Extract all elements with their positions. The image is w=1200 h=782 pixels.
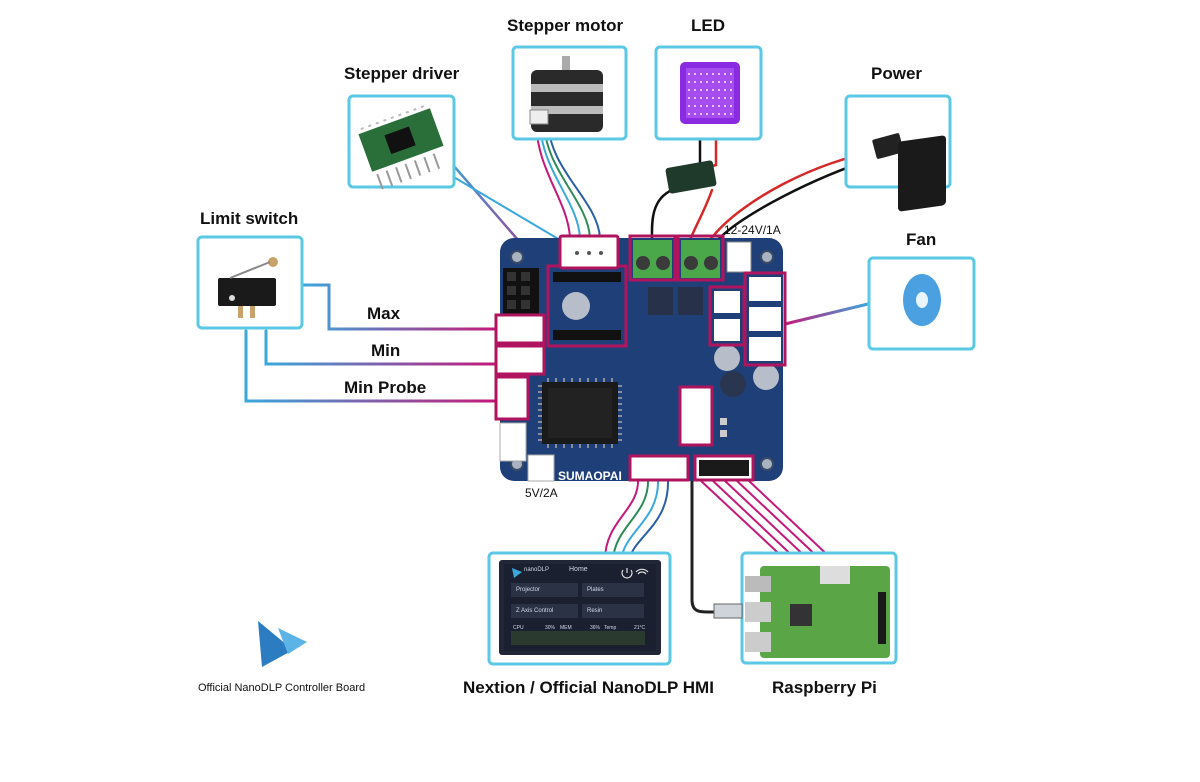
power-rating: 12-24V/1A <box>724 223 781 237</box>
controller-board <box>494 234 787 482</box>
hmi-stat-mem: MEM <box>560 625 572 631</box>
fan-box <box>867 135 976 351</box>
logo-bird-icon <box>258 621 307 667</box>
wire-hmi-1 <box>604 477 640 561</box>
capacitor-2 <box>720 371 746 397</box>
mosfet-1 <box>648 287 673 315</box>
usb-socket <box>678 385 714 447</box>
extra-connector <box>499 422 527 462</box>
max-connector <box>494 313 546 345</box>
limit-switch-box <box>196 235 304 330</box>
hmi-button-resin[interactable]: Resin <box>587 608 603 614</box>
aux-connector <box>726 241 752 273</box>
stepper-motor-box <box>511 45 628 141</box>
label-led: LED <box>691 16 725 35</box>
led-terminal <box>628 234 677 282</box>
hmi-button-plates[interactable]: Plates <box>587 587 604 593</box>
raspberry-pi-box <box>740 551 898 665</box>
capacitor-1 <box>714 345 740 371</box>
wire-min-probe <box>244 329 498 403</box>
wire-hmi-3 <box>620 477 660 561</box>
logo-bird-icon <box>512 568 522 578</box>
label-fan: Fan <box>906 230 937 249</box>
power-icon <box>621 568 633 579</box>
stepper-driver-box <box>347 94 456 190</box>
power-terminal <box>676 234 725 282</box>
fan-connector-left <box>708 285 746 347</box>
label-stepper-driver: Stepper driver <box>344 64 460 83</box>
hmi-stat-temp-value: 21°C <box>634 625 646 631</box>
label-raspberry-pi: Raspberry Pi <box>772 678 877 697</box>
led-box <box>654 45 763 141</box>
wire-led-to-board-black <box>650 188 674 242</box>
label-stepper-motor: Stepper motor <box>507 16 624 35</box>
wire-hmi-2 <box>612 477 650 561</box>
label-power: Power <box>871 64 923 83</box>
hmi-stat-cpu-value: 30% <box>545 625 556 631</box>
wire-hmi-4 <box>628 477 670 561</box>
hmi-title: Home <box>569 566 588 573</box>
label-limit-switch: Limit switch <box>200 209 299 228</box>
wifi-icon <box>635 568 649 575</box>
hmi-box <box>487 551 672 666</box>
hmi-logo-text: nanoDLP <box>524 567 550 573</box>
wire-fan <box>783 302 870 326</box>
min-connector <box>494 344 546 376</box>
hmi-connector <box>628 454 690 482</box>
wire-min <box>264 329 498 366</box>
label-min-probe: Min Probe <box>344 378 427 397</box>
mcu-chip <box>538 378 622 448</box>
wire-led-to-board-red <box>688 188 714 242</box>
board-brand: SUMAOPAI <box>558 469 622 483</box>
hmi-stat-mem-value: 36% <box>590 625 601 631</box>
board-caption: Official NanoDLP Controller Board <box>198 682 366 694</box>
hmi-stat-temp: Temp <box>604 625 617 631</box>
mosfet-2 <box>678 287 703 315</box>
label-max: Max <box>367 304 401 323</box>
label-hmi: Nextion / Official NanoDLP HMI <box>463 678 714 697</box>
usb-rating: 5V/2A <box>525 486 558 500</box>
usb-plug <box>713 603 743 619</box>
capacitor-3 <box>753 364 779 390</box>
usb-power-connector <box>527 454 555 482</box>
hmi-button-z-axis[interactable]: Z Axis Control <box>516 608 554 614</box>
label-min: Min <box>371 341 401 360</box>
wire-max <box>300 283 498 331</box>
hmi-stat-cpu: CPU <box>513 625 524 631</box>
led-driver <box>665 160 717 194</box>
probe-connector <box>494 375 530 421</box>
hmi-button-projector[interactable]: Projector <box>516 587 541 593</box>
pin-header <box>503 268 539 314</box>
